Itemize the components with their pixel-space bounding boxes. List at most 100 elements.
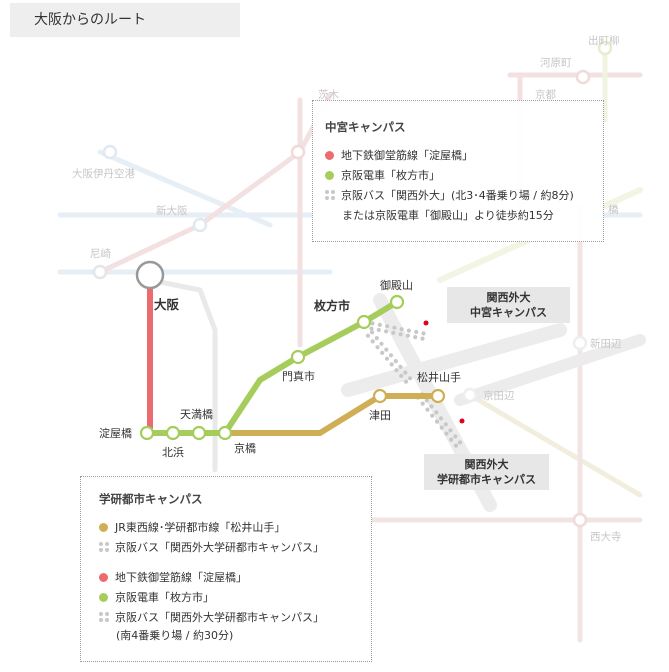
station-marker-demachiyanagi xyxy=(597,40,613,56)
label-shinosaka: 新大阪 xyxy=(156,204,188,217)
gakken-bus2-text: 京阪バス「関西外大学研都市キャンパス」 xyxy=(115,611,324,624)
nakamiya-keihan-row: 京阪電車「枚方市」 xyxy=(325,165,591,185)
gakken-box-title: 学研都市キャンパス xyxy=(99,492,203,506)
bus-route-dot xyxy=(443,422,448,427)
station-marker-itami xyxy=(102,144,118,160)
label-shintanabe: 新田辺 xyxy=(590,337,622,350)
nakamiya-bus-text: 京阪バス「関西外大」(北3･4番乗り場 / 約8分) xyxy=(341,189,574,202)
bus-route-dot xyxy=(376,327,381,333)
station-marker-kyobashi xyxy=(217,425,233,441)
bus-route-dot xyxy=(399,327,404,332)
label-demachiyanagi: 出町柳 xyxy=(588,34,620,47)
bus-route-dot xyxy=(365,333,371,338)
bus-route-dot xyxy=(384,347,389,352)
nakamiya-subway-text: 地下鉄御堂筋線「淀屋橋」 xyxy=(341,149,473,162)
label-ibaraki: 茨木 xyxy=(318,88,339,101)
bus-route-dot xyxy=(369,326,374,331)
label-kadomashi: 門真市 xyxy=(282,369,315,383)
campus-label-nakamiya-line1: 関西外大 xyxy=(486,291,531,304)
bus-route-dot xyxy=(424,398,429,403)
gakken-keihan-text: 京阪電車「枚方市」 xyxy=(115,591,214,604)
bus-route-dot xyxy=(384,356,390,361)
gakken-jr-row: JR東西線･学研都市線「松井山手」 xyxy=(99,517,361,537)
bus-route-dot xyxy=(393,359,398,364)
bus-route-dot xyxy=(369,330,375,335)
bus-route-dot xyxy=(370,339,375,344)
label-kyotanabe: 京田辺 xyxy=(483,389,515,402)
bus-routes xyxy=(365,321,463,448)
bus-route-dot xyxy=(406,328,411,333)
bus-route-dot xyxy=(379,341,384,346)
bus-route-dot xyxy=(407,376,413,381)
bus-route-dot xyxy=(425,407,430,412)
bus-route-dot xyxy=(405,333,410,338)
campus-marker-nakamiya xyxy=(423,320,429,326)
keihan-line-icon xyxy=(99,592,108,602)
bus-route-dot xyxy=(421,331,426,336)
gakken-keihan-row: 京阪電車「枚方市」 xyxy=(99,587,361,607)
bus-route-dot xyxy=(375,345,380,350)
bus-route-dot xyxy=(449,437,454,442)
bus-route-dot xyxy=(438,416,444,421)
nakamiya-alt-text: または京阪電車「御殿山」より徒歩約15分 xyxy=(342,209,554,222)
bus-route-dot xyxy=(392,325,397,330)
bus-route-dot xyxy=(453,434,458,439)
label-gotenyama: 御殿山 xyxy=(380,278,413,292)
bus-route-dot xyxy=(457,440,463,445)
bus-route-dot xyxy=(399,373,404,378)
station-marker-amagasaki xyxy=(92,264,108,280)
bg-line-airport xyxy=(97,149,273,228)
gakken-bus1-text: 京阪バス「関西外大学研都市キャンパス」 xyxy=(115,541,324,554)
bus-route-dot xyxy=(414,329,419,335)
campus-label-gakken: 関西外大 学研都市キャンパス xyxy=(424,454,549,490)
label-matsuiyamate: 松井山手 xyxy=(417,370,461,384)
bus-route-dot xyxy=(403,370,408,375)
bus-route-dot xyxy=(413,335,418,340)
label-hashi: 橋 xyxy=(608,203,619,216)
bus-icon xyxy=(325,190,335,200)
gakken-route-box: 学研都市キャンパス JR東西線･学研都市線「松井山手」 京阪バス「関西外大学研都… xyxy=(80,476,372,662)
nakamiya-keihan-text: 京阪電車「枚方市」 xyxy=(341,169,440,182)
label-yodoyabashi: 淀屋橋 xyxy=(99,426,132,440)
bus-route-gakken xyxy=(365,330,463,448)
page-title: 大阪からのルート xyxy=(10,3,240,37)
route-jr-gakkentoshi xyxy=(222,393,441,436)
bus-route-dot xyxy=(377,322,382,327)
gakken-subway-text: 地下鉄御堂筋線「淀屋橋」 xyxy=(115,571,247,584)
gakken-bus2-detail: (南4番乗り場 / 約30分) xyxy=(116,629,234,642)
station-marker-kadomashi xyxy=(290,349,306,365)
bus-route-dot xyxy=(453,443,459,448)
gakken-bus1-row: 京阪バス「関西外大学研都市キャンパス」 xyxy=(99,537,361,557)
bus-route-dot xyxy=(420,336,425,341)
campus-label-nakamiya: 関西外大 中宮キャンパス xyxy=(447,287,570,323)
subway-line-icon xyxy=(99,572,108,582)
bus-route-dot xyxy=(434,410,439,415)
label-amagasaki: 尼崎 xyxy=(90,247,111,260)
bus-route-dot xyxy=(429,404,434,409)
bus-icon xyxy=(99,612,109,622)
label-hirakatashi: 枚方市 xyxy=(314,298,350,313)
station-marker-yodoyabashi xyxy=(139,425,155,441)
station-marker-tsuda xyxy=(372,388,388,404)
subway-line-icon xyxy=(325,150,334,160)
campus-label-gakken-line1: 関西外大 xyxy=(464,458,509,471)
station-marker-hirakatashi xyxy=(356,314,372,330)
station-marker-kyotanabe xyxy=(462,387,478,403)
bus-route-dot xyxy=(394,368,399,373)
label-itami: 大阪伊丹空港 xyxy=(72,167,135,180)
station-marker-tenmabashi xyxy=(191,425,207,441)
nakamiya-route-box: 中宮キャンパス 地下鉄御堂筋線「淀屋橋」 京阪電車「枚方市」 京阪バス「関西外大… xyxy=(312,100,604,242)
bus-route-nakamiya xyxy=(369,321,426,341)
station-marker-gotenyama xyxy=(389,294,405,310)
keihan-line-icon xyxy=(325,170,334,180)
station-marker-nishiodera xyxy=(572,512,588,528)
bus-route-dot xyxy=(370,321,375,326)
label-kyobashi: 京橋 xyxy=(234,441,256,455)
nakamiya-subway-row: 地下鉄御堂筋線「淀屋橋」 xyxy=(325,145,591,165)
label-kitahama: 北浜 xyxy=(162,446,184,459)
bus-route-dot xyxy=(403,379,409,384)
bus-route-dot xyxy=(384,329,389,334)
label-kyoto: 京都 xyxy=(535,88,556,101)
bus-route-dot xyxy=(389,362,394,367)
station-marker-matsuiyamate xyxy=(430,388,446,404)
